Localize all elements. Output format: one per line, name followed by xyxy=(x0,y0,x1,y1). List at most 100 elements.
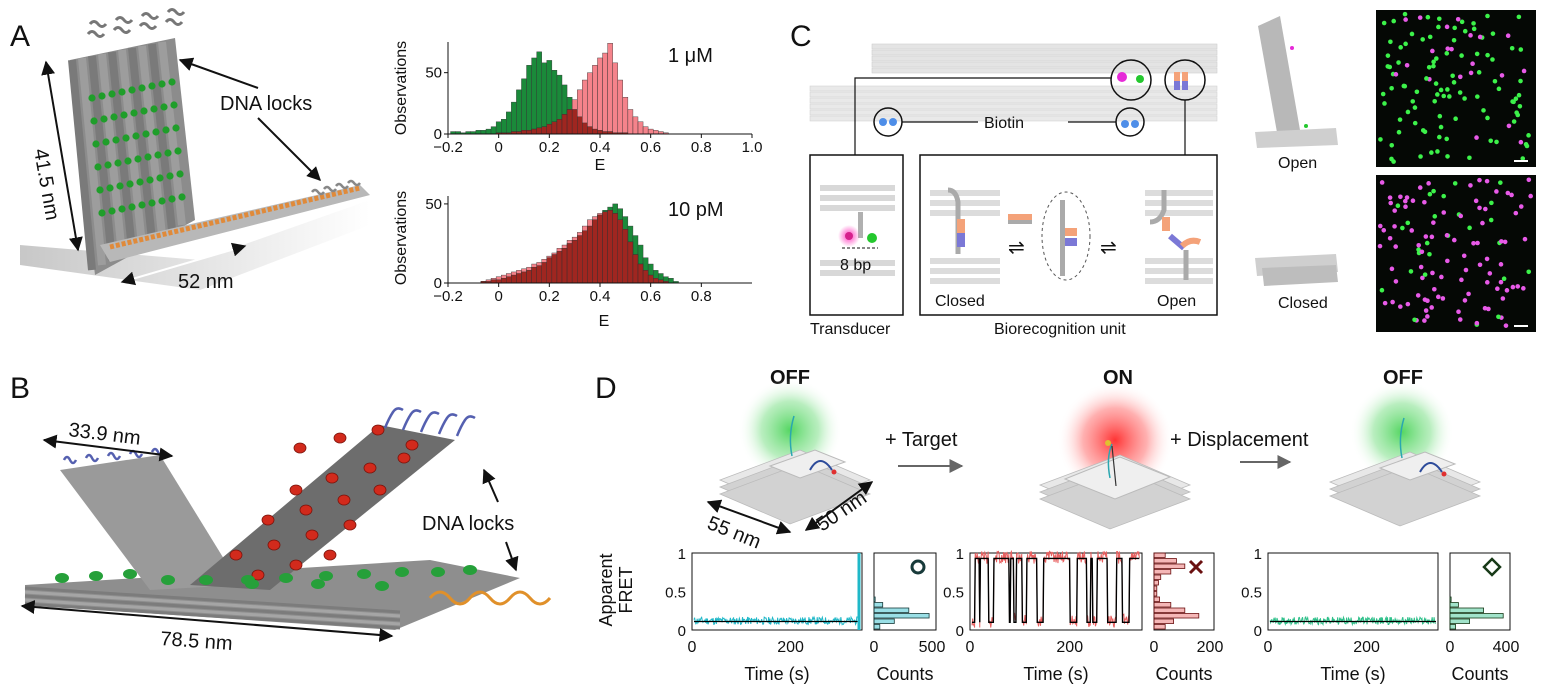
dye-circle xyxy=(1110,59,1152,101)
red-dot xyxy=(343,519,357,531)
spot xyxy=(1398,304,1403,309)
hist-overlap-bar xyxy=(556,119,563,135)
hist-overlap-bar xyxy=(582,122,588,135)
count-bar xyxy=(873,607,910,613)
hist-bar xyxy=(511,101,517,135)
spot xyxy=(1500,296,1506,301)
trace-frame xyxy=(969,552,1143,631)
hist-overlap-bar xyxy=(577,116,583,135)
spot xyxy=(1398,194,1403,200)
spot xyxy=(1499,239,1504,244)
green-dot xyxy=(168,195,176,203)
rod-slab xyxy=(1145,258,1213,264)
red-dot xyxy=(251,569,265,581)
y-tick-label: 0.5 xyxy=(1241,585,1262,602)
spot xyxy=(1518,204,1524,209)
spot xyxy=(1462,298,1468,303)
count-bar xyxy=(1153,558,1177,564)
spot xyxy=(1422,129,1428,135)
rod xyxy=(158,41,186,226)
spot xyxy=(1429,305,1434,310)
dim-a-arrow xyxy=(706,499,792,535)
transition-ellipse xyxy=(1041,191,1091,281)
spot xyxy=(1474,135,1479,140)
spot xyxy=(1492,78,1498,84)
x-tick-label: 0.2 xyxy=(539,139,560,156)
hist-overlap-bar xyxy=(566,109,573,135)
spot xyxy=(1463,267,1469,273)
hist-bottom-xlabel: E xyxy=(599,313,610,330)
green-dot xyxy=(120,111,128,119)
green-dot xyxy=(279,573,293,583)
spot xyxy=(1393,72,1399,77)
spot xyxy=(1528,193,1533,199)
spot xyxy=(1510,284,1516,290)
coil xyxy=(383,407,404,429)
green-dot xyxy=(94,163,102,171)
spot xyxy=(1474,320,1480,326)
green-dot xyxy=(168,78,176,86)
red-dot xyxy=(305,529,319,541)
count-tick-label: 0 xyxy=(1446,639,1455,656)
coil xyxy=(106,451,122,461)
y-tick-label: 0 xyxy=(1254,623,1262,640)
right-arm xyxy=(190,425,455,590)
hist-bottom-condition: 10 pM xyxy=(668,199,724,221)
spot xyxy=(1496,314,1501,320)
y-tick-label: 1 xyxy=(956,546,964,563)
model-open-label: Open xyxy=(1278,155,1317,172)
trace-frame xyxy=(1267,552,1439,631)
green-dot xyxy=(132,132,140,140)
coil xyxy=(166,8,186,16)
rod xyxy=(809,91,1218,98)
spot xyxy=(1435,92,1440,97)
green-dots xyxy=(55,565,477,591)
spot xyxy=(1462,28,1468,34)
hist-bar xyxy=(501,119,507,135)
green-dot xyxy=(106,184,114,192)
height-arrow xyxy=(41,60,83,252)
spot xyxy=(1494,189,1499,194)
spot xyxy=(1513,96,1519,101)
count-bar xyxy=(1153,552,1166,558)
green-dot xyxy=(146,176,154,184)
hist-bar xyxy=(587,72,593,135)
spot xyxy=(1431,59,1436,65)
spot xyxy=(1488,138,1494,144)
count-bar xyxy=(873,613,930,619)
count-tick-label: 400 xyxy=(1493,639,1520,656)
count-bar xyxy=(1153,596,1160,602)
green-dot xyxy=(148,82,156,90)
spot xyxy=(1438,124,1444,130)
spot xyxy=(1501,276,1507,282)
count-bar xyxy=(1153,580,1159,586)
rod xyxy=(138,45,166,236)
hist-overlap-bar xyxy=(582,230,588,284)
rod xyxy=(78,57,106,266)
fret-fit xyxy=(972,557,1140,623)
rod-slab xyxy=(1145,210,1213,216)
y-tick-label: 0.5 xyxy=(943,585,964,602)
spot xyxy=(1432,98,1437,104)
spot xyxy=(1431,188,1436,194)
hist-overlap-bar xyxy=(637,263,644,284)
spot xyxy=(1462,96,1467,101)
x-tick-label: 0 xyxy=(966,639,975,656)
strand xyxy=(1149,190,1167,225)
spot xyxy=(1424,240,1430,246)
rod xyxy=(871,55,1218,62)
spot xyxy=(1405,220,1411,226)
hist-top-ylabel: Observations xyxy=(393,41,410,135)
hist-bar xyxy=(622,96,629,135)
hist-bar xyxy=(526,65,532,135)
green-dot xyxy=(319,571,333,581)
spot xyxy=(1477,177,1482,183)
spot xyxy=(1521,286,1526,291)
rod xyxy=(871,61,1218,68)
rod-slab xyxy=(930,258,1000,264)
spot xyxy=(1484,256,1490,262)
spot xyxy=(1392,208,1397,213)
red-dot xyxy=(229,549,243,561)
hist-overlap-bar xyxy=(592,128,598,135)
panel-label-d: D xyxy=(595,372,617,405)
